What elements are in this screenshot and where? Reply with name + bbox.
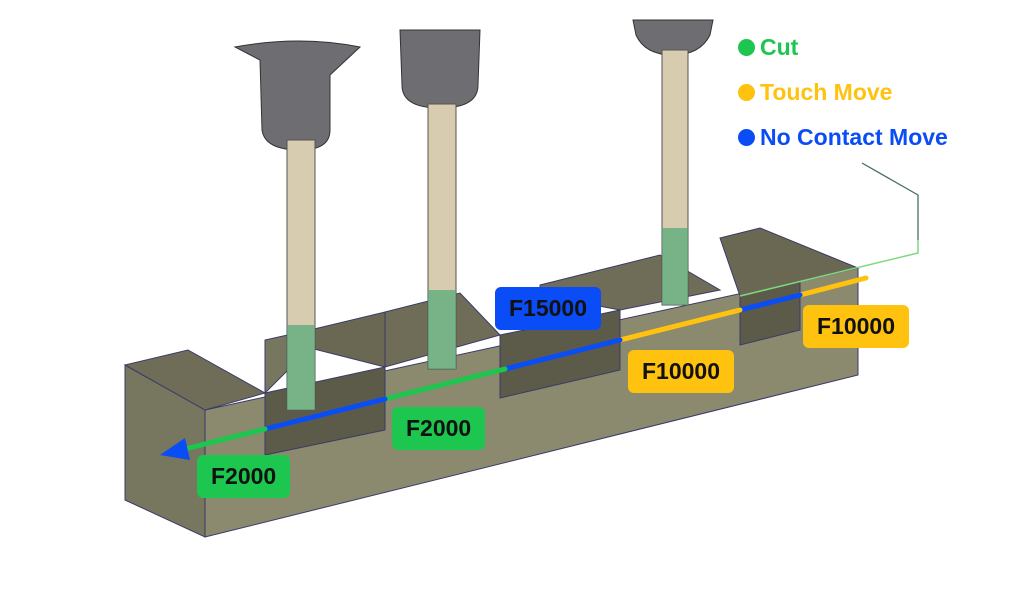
toolpath-no-contact [737, 292, 803, 313]
feed-label-f2000-left: F2000 [197, 455, 291, 498]
toolpath-cut [182, 426, 268, 452]
toolpath-touch [617, 307, 743, 343]
feed-label-f10000-right: F10000 [803, 305, 910, 348]
legend-label: Touch Move [760, 79, 893, 105]
feed-label-f2000-mid: F2000 [392, 407, 486, 450]
toolpath [160, 275, 869, 460]
toolpath-no-contact [262, 396, 388, 432]
legend-touch-move: Touch Move [738, 79, 892, 106]
feed-label-f10000-mid: F10000 [628, 350, 735, 393]
toolpath-cut [382, 366, 508, 402]
tool-3 [632, 19, 714, 306]
feed-label-f15000: F15000 [495, 287, 602, 330]
cut-dot-icon [738, 39, 755, 56]
toolpath-no-contact [502, 337, 623, 372]
legend-cut: Cut [738, 34, 798, 61]
legend-no-contact-move: No Contact Move [738, 124, 948, 151]
toolpath-touch [797, 275, 869, 298]
touch-dot-icon [738, 84, 755, 101]
tool-1 [233, 40, 362, 411]
legend-label: No Contact Move [760, 124, 948, 150]
no-contact-dot-icon [738, 129, 755, 146]
legend-label: Cut [760, 34, 799, 60]
arrowhead-icon [160, 438, 190, 460]
tool-2 [399, 29, 481, 370]
